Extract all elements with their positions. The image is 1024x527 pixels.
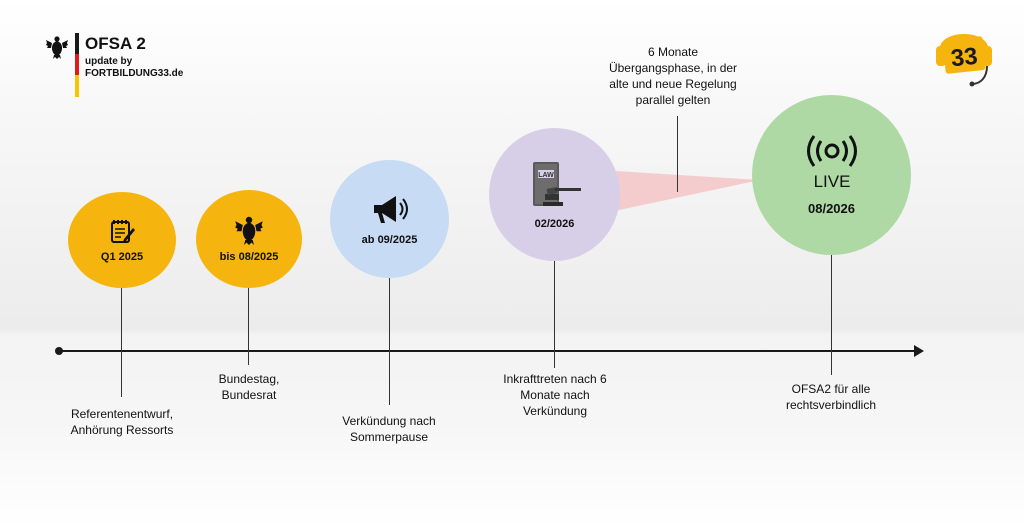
description-line: Verkündung	[522, 404, 588, 418]
brand-subtitle-line1: update by	[85, 56, 133, 67]
milestone-circle-02-2026: LAW 02/2026	[489, 128, 620, 261]
note-connector	[677, 116, 678, 192]
transition-note-line: parallel gelten	[635, 93, 711, 107]
timeline-arrow	[914, 345, 924, 357]
brand-subtitle: update by FORTBILDUNG33.de	[85, 56, 183, 80]
brand-title: OFSA 2	[85, 34, 146, 53]
milestone-date: ab 09/2025	[361, 234, 418, 246]
transition-note-line: alte und neue Regelung	[609, 77, 737, 91]
transition-note-line: 6 Monate	[647, 45, 699, 59]
description-line: Monate nach	[520, 388, 590, 402]
description-line: Referentenentwurf,	[70, 407, 174, 421]
megaphone-icon	[373, 196, 408, 223]
law-book-gavel-icon: LAW	[532, 161, 581, 206]
milestone-circle-q1-2025: Q1 2025	[68, 192, 176, 288]
milestone-stem	[121, 285, 122, 397]
live-broadcast-icon: LIVE	[806, 134, 857, 191]
federal-eagle-icon	[235, 216, 263, 245]
milestone-circle-08-2026: LIVE 08/2026	[752, 95, 911, 255]
milestone-description: Referentenentwurf, Anhörung Ressorts	[47, 406, 197, 438]
description-line: Anhörung Ressorts	[70, 423, 174, 437]
brand-subtitle-line2: FORTBILDUNG33.de	[85, 68, 184, 79]
timeline-start-dot	[55, 347, 63, 355]
milestone-stem	[831, 252, 832, 375]
milestone-stem	[554, 260, 555, 368]
description-line: Inkrafttreten nach 6	[503, 372, 607, 386]
description-line: Bundesrat	[221, 388, 277, 402]
notepad-icon	[111, 220, 135, 243]
milestone-description: Inkrafttreten nach 6 Monate nach Verkünd…	[478, 371, 632, 419]
description-line: Sommerpause	[349, 430, 429, 444]
milestone-circle-bis-08-2025: bis 08/2025	[196, 190, 302, 288]
milestone-date: bis 08/2025	[219, 251, 279, 263]
description-line: rechtsverbindlich	[785, 398, 877, 412]
transition-note: 6 Monate Übergangsphase, in der alte und…	[575, 44, 771, 108]
description-line: OFSA2 für alle	[791, 382, 871, 396]
milestone-date: Q1 2025	[100, 251, 144, 263]
headset-icon: 33	[936, 34, 992, 87]
transition-beam	[600, 170, 760, 214]
milestone-circle-ab-09-2025: ab 09/2025	[330, 160, 449, 278]
milestone-date: 08/2026	[808, 200, 855, 216]
eagle-icon	[46, 36, 68, 59]
live-text: LIVE	[813, 172, 850, 191]
description-line: Bundestag,	[218, 372, 280, 386]
milestone-stem	[248, 285, 249, 365]
fortbildung33-logo: 33	[930, 20, 998, 88]
logo-text: 33	[950, 43, 979, 73]
milestone-date: 02/2026	[534, 217, 575, 230]
milestone-stem	[389, 275, 390, 405]
german-flag-bar	[75, 33, 79, 97]
milestone-description: Verkündung nach Sommerpause	[318, 413, 460, 445]
description-line: Verkündung nach	[342, 414, 436, 428]
milestone-description: Bundestag, Bundesrat	[180, 371, 318, 403]
timeline-axis	[59, 350, 917, 352]
milestone-description: OFSA2 für alle rechtsverbindlich	[766, 381, 896, 413]
transition-note-line: Übergangsphase, in der	[608, 61, 738, 75]
svg-text:LAW: LAW	[538, 172, 554, 179]
